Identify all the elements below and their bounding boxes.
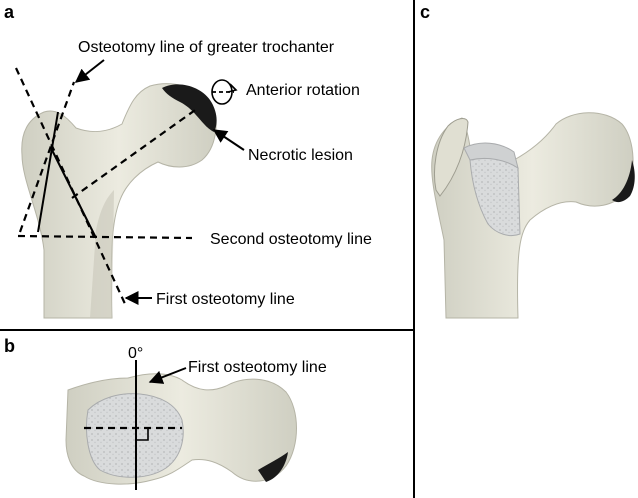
panel-a-letter: a (4, 2, 15, 22)
necrotic-lesion-a (162, 84, 217, 132)
solid-line-2 (51, 149, 97, 239)
label-osteotomy-gt: Osteotomy line of greater trochanter (78, 39, 335, 56)
necrotic-lesion-c (612, 160, 635, 203)
panel-c: c (420, 2, 635, 319)
solid-line-1 (37, 111, 59, 233)
panel-b: b 0° First osteotomy line (4, 336, 327, 490)
necrotic-lesion-b (258, 452, 288, 482)
label-anterior-rotation: Anterior rotation (246, 82, 360, 99)
arrow-gt (74, 59, 105, 83)
label-zero-degree: 0° (128, 345, 143, 362)
cut-surface-top-c (463, 142, 519, 170)
label-second-osteotomy: Second osteotomy line (210, 231, 372, 248)
trochanter-fragment-c (434, 118, 469, 197)
panel-a: a Osteotomy line of greater trochanter A… (4, 2, 372, 319)
arrow-first-osteotomy-b (148, 367, 187, 384)
panel-c-letter: c (420, 2, 430, 22)
right-angle-marker (136, 428, 149, 441)
neck-axis-line (71, 107, 199, 199)
label-necrotic-lesion: Necrotic lesion (248, 147, 353, 164)
label-first-osteotomy-b: First osteotomy line (188, 359, 327, 376)
femur-bone-a (21, 83, 217, 319)
panel-b-letter: b (4, 336, 15, 356)
second-osteotomy-line-a (17, 234, 193, 240)
arrow-necrotic (212, 129, 245, 151)
first-osteotomy-line-a (15, 67, 127, 307)
osteotomy-line-gt (18, 81, 76, 233)
label-first-osteotomy-a: First osteotomy line (156, 291, 295, 308)
rotation-icon (211, 79, 238, 105)
cut-surface-b (86, 393, 184, 478)
